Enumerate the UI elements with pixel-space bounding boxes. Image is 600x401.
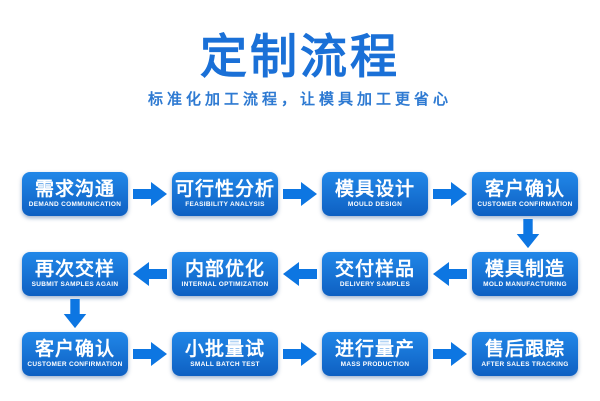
step-label-zh: 模具设计 [334, 178, 415, 200]
arrow-right-icon [433, 342, 467, 366]
flow-row-3: 客户确认 CUSTOMER CONFIRMATION 小批量试 SMALL BA… [22, 332, 578, 376]
step-label-en: AFTER SALES TRACKING [481, 361, 569, 369]
step-label-zh: 模具制造 [484, 258, 565, 280]
arrow-left-icon [133, 262, 167, 286]
step-label-zh: 需求沟通 [34, 178, 115, 200]
step-internal-optimization: 内部优化 INTERNAL OPTIMIZATION [172, 252, 278, 296]
step-mass-production: 进行量产 MASS PRODUCTION [322, 332, 428, 376]
step-customer-confirmation-2: 客户确认 CUSTOMER CONFIRMATION [22, 332, 128, 376]
arrow-right-icon [133, 342, 167, 366]
step-label-en: MOLD MANUFACTURING [483, 281, 567, 289]
step-label-zh: 进行量产 [334, 338, 415, 360]
arrow-right-icon [283, 182, 317, 206]
step-demand-communication: 需求沟通 DEMAND COMMUNICATION [22, 172, 128, 216]
step-small-batch-test: 小批量试 SMALL BATCH TEST [172, 332, 278, 376]
step-label-en: SMALL BATCH TEST [190, 361, 260, 369]
arrow-left-icon [283, 262, 317, 286]
step-label-zh: 交付样品 [334, 258, 415, 280]
step-mold-manufacturing: 模具制造 MOLD MANUFACTURING [472, 252, 578, 296]
step-label-en: FEASIBILITY ANALYSIS [185, 201, 265, 209]
step-label-en: INTERNAL OPTIMIZATION [181, 281, 269, 289]
step-label-en: MASS PRODUCTION [340, 361, 410, 369]
arrow-down-icon [516, 219, 540, 249]
step-label-en: CUSTOMER CONFIRMATION [27, 361, 123, 369]
flow-row-2: 再次交样 SUBMIT SAMPLES AGAIN 内部优化 INTERNAL … [22, 252, 578, 296]
arrow-right-icon [433, 182, 467, 206]
step-customer-confirmation: 客户确认 CUSTOMER CONFIRMATION [472, 172, 578, 216]
step-after-sales-tracking: 售后跟踪 AFTER SALES TRACKING [472, 332, 578, 376]
step-submit-samples-again: 再次交样 SUBMIT SAMPLES AGAIN [22, 252, 128, 296]
step-label-zh: 售后跟踪 [484, 338, 565, 360]
step-label-en: DELIVERY SAMPLES [339, 281, 411, 289]
flow-row-1: 需求沟通 DEMAND COMMUNICATION 可行性分析 FEASIBIL… [22, 172, 578, 216]
step-mould-design: 模具设计 MOULD DESIGN [322, 172, 428, 216]
step-feasibility-analysis: 可行性分析 FEASIBILITY ANALYSIS [172, 172, 278, 216]
arrow-right-icon [133, 182, 167, 206]
arrow-right-icon [283, 342, 317, 366]
page-title: 定制流程 [200, 30, 400, 83]
step-label-zh: 可行性分析 [174, 178, 275, 200]
step-delivery-samples: 交付样品 DELIVERY SAMPLES [322, 252, 428, 296]
step-label-zh: 再次交样 [34, 258, 115, 280]
arrow-down-icon [63, 299, 87, 329]
step-label-zh: 小批量试 [184, 338, 265, 360]
arrow-left-icon [433, 262, 467, 286]
step-label-en: SUBMIT SAMPLES AGAIN [31, 281, 119, 289]
step-label-zh: 客户确认 [34, 338, 115, 360]
step-label-zh: 内部优化 [184, 258, 265, 280]
step-label-en: DEMAND COMMUNICATION [28, 201, 122, 209]
step-label-en: MOULD DESIGN [347, 201, 403, 209]
step-label-en: CUSTOMER CONFIRMATION [477, 201, 573, 209]
step-label-zh: 客户确认 [484, 178, 565, 200]
page-subtitle: 标准化加工流程，让模具加工更省心 [147, 91, 452, 108]
